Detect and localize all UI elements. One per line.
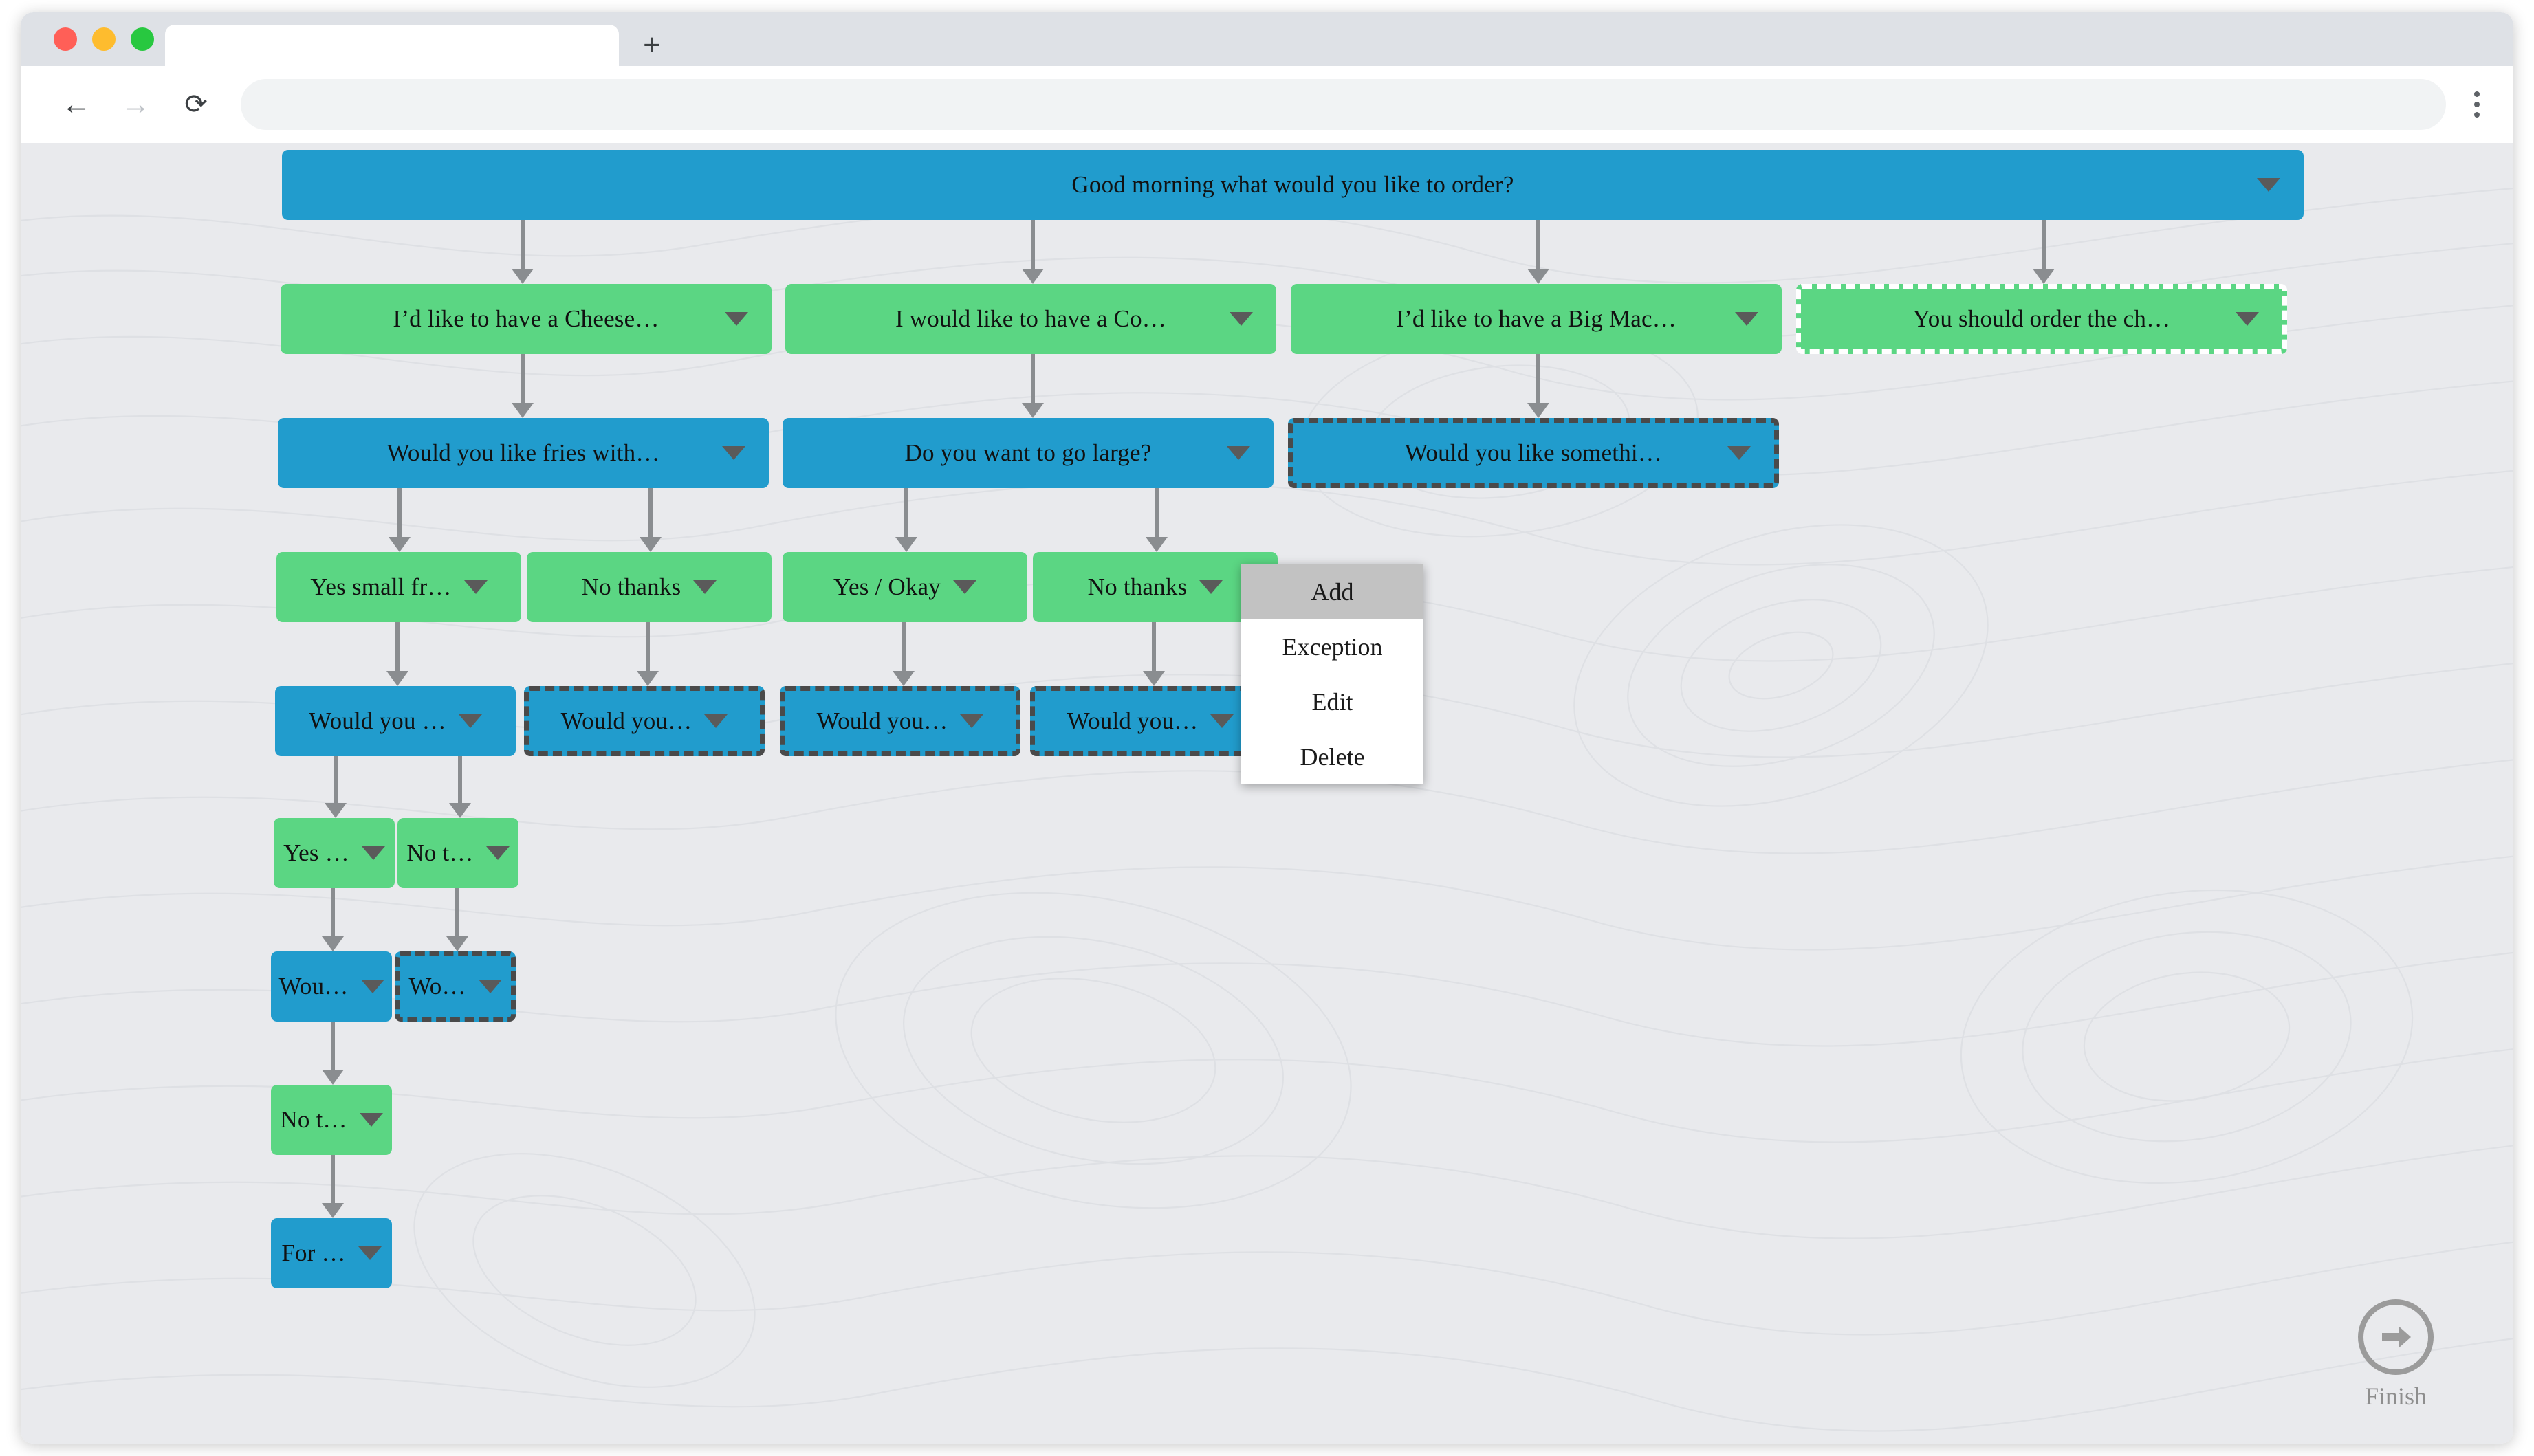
- flow-node-label: No thanks: [581, 573, 681, 600]
- three-dot-menu-icon[interactable]: [2446, 79, 2508, 130]
- flow-node[interactable]: For …: [271, 1218, 392, 1288]
- chevron-down-icon[interactable]: [1727, 446, 1751, 460]
- minimize-window-button[interactable]: [92, 27, 116, 51]
- flow-node-label: Wo…: [408, 973, 466, 1000]
- chevron-down-icon[interactable]: [722, 446, 745, 460]
- browser-tab[interactable]: [165, 25, 619, 66]
- flow-node-label: Would you like fries with…: [386, 439, 660, 466]
- flow-node-label: Yes …: [283, 839, 349, 866]
- chevron-down-icon[interactable]: [960, 714, 984, 728]
- close-window-button[interactable]: [54, 27, 77, 51]
- flow-node[interactable]: Wou…: [271, 951, 392, 1022]
- chevron-down-icon[interactable]: [693, 580, 717, 594]
- flow-node[interactable]: Would you …: [275, 686, 516, 756]
- chevron-down-icon[interactable]: [1230, 312, 1253, 326]
- flow-node-label: Would you…: [816, 707, 948, 734]
- flow-node-label: No t…: [280, 1106, 347, 1133]
- chevron-down-icon[interactable]: [485, 846, 510, 860]
- flow-node[interactable]: Yes / Okay: [783, 552, 1027, 622]
- flow-node-label: Would you …: [309, 707, 446, 734]
- context-menu-item-add[interactable]: Add: [1241, 564, 1423, 619]
- flow-node[interactable]: Would you…: [1030, 686, 1271, 756]
- finish-button[interactable]: Finish: [2337, 1299, 2454, 1411]
- chevron-down-icon[interactable]: [478, 980, 502, 993]
- flow-node-label: You should order the ch…: [1912, 305, 2171, 332]
- flowchart-canvas[interactable]: Good morning what would you like to orde…: [21, 143, 2513, 1444]
- chevron-down-icon[interactable]: [361, 846, 385, 860]
- flow-node-label: Good morning what would you like to orde…: [1071, 171, 1514, 198]
- flow-node-label: No thanks: [1087, 573, 1188, 600]
- finish-label: Finish: [2364, 1382, 2427, 1410]
- chevron-down-icon[interactable]: [704, 714, 728, 728]
- flow-node[interactable]: I’d like to have a Big Mac…: [1291, 284, 1782, 354]
- url-input[interactable]: [241, 79, 2446, 130]
- arrow-right-icon[interactable]: →: [120, 87, 151, 121]
- flow-node[interactable]: I would like to have a Co…: [785, 284, 1276, 354]
- flow-node[interactable]: Yes …: [274, 818, 395, 888]
- chevron-down-icon[interactable]: [1210, 714, 1234, 728]
- flow-node-label: Would you like somethi…: [1404, 439, 1663, 466]
- new-tab-icon[interactable]: +: [643, 28, 661, 62]
- flow-node[interactable]: Do you want to go large?: [783, 418, 1274, 488]
- flow-node-label: I’d like to have a Cheese…: [393, 305, 659, 332]
- context-menu-item-exception[interactable]: Exception: [1241, 619, 1423, 674]
- browser-tab-strip: +: [21, 12, 2513, 66]
- flow-node-label: For …: [281, 1239, 346, 1266]
- arrow-right-circle-icon: [2358, 1299, 2434, 1375]
- flow-node[interactable]: Would you like somethi…: [1288, 418, 1779, 488]
- context-menu-item-delete[interactable]: Delete: [1300, 743, 1365, 771]
- flow-node-label: Do you want to go large?: [904, 439, 1152, 466]
- flow-node[interactable]: Would you…: [524, 686, 765, 756]
- chevron-down-icon[interactable]: [952, 580, 976, 594]
- chevron-down-icon[interactable]: [2236, 312, 2259, 326]
- browser-toolbar: ← → ⟳: [21, 66, 2513, 143]
- flow-node[interactable]: Yes small fr…: [276, 552, 521, 622]
- flow-node-label: I would like to have a Co…: [895, 305, 1166, 332]
- flow-node-label: I’d like to have a Big Mac…: [1396, 305, 1676, 332]
- chevron-down-icon[interactable]: [463, 580, 488, 594]
- chevron-down-icon[interactable]: [1735, 312, 1758, 326]
- flow-node-label: Yes / Okay: [833, 573, 941, 600]
- node-context-menu[interactable]: Add Exception Edit Delete: [1241, 564, 1423, 784]
- chevron-down-icon[interactable]: [358, 1246, 382, 1260]
- window-traffic-lights: [54, 27, 154, 51]
- arrow-left-icon[interactable]: ←: [61, 87, 91, 121]
- chevron-down-icon[interactable]: [458, 714, 482, 728]
- chevron-down-icon[interactable]: [1227, 446, 1250, 460]
- chevron-down-icon[interactable]: [360, 980, 384, 993]
- chevron-down-icon[interactable]: [359, 1113, 383, 1127]
- flow-node[interactable]: Would you like fries with…: [278, 418, 769, 488]
- flow-node-label: No t…: [406, 839, 474, 866]
- flow-node[interactable]: No t…: [271, 1085, 392, 1155]
- context-menu-item-edit[interactable]: Edit: [1241, 674, 1423, 729]
- flow-node[interactable]: You should order the ch…: [1796, 284, 2287, 354]
- flow-node[interactable]: Good morning what would you like to orde…: [282, 150, 2304, 220]
- browser-window: + ← → ⟳: [21, 12, 2513, 1444]
- flow-node[interactable]: Wo…: [395, 951, 516, 1022]
- flow-node[interactable]: I’d like to have a Cheese…: [281, 284, 772, 354]
- flow-node[interactable]: No thanks: [1033, 552, 1278, 622]
- maximize-window-button[interactable]: [131, 27, 154, 51]
- flow-node-label: Would you…: [1067, 707, 1199, 734]
- flow-node-label: Wou…: [278, 973, 349, 1000]
- flow-node-label: Yes small fr…: [310, 573, 452, 600]
- flow-node[interactable]: Would you…: [780, 686, 1020, 756]
- reload-icon[interactable]: ⟳: [184, 89, 208, 120]
- flow-node-label: Would you…: [560, 707, 692, 734]
- flow-node[interactable]: No t…: [397, 818, 518, 888]
- chevron-down-icon[interactable]: [1199, 580, 1223, 594]
- flow-node[interactable]: No thanks: [527, 552, 772, 622]
- chevron-down-icon[interactable]: [725, 312, 748, 326]
- chevron-down-icon[interactable]: [2257, 178, 2280, 192]
